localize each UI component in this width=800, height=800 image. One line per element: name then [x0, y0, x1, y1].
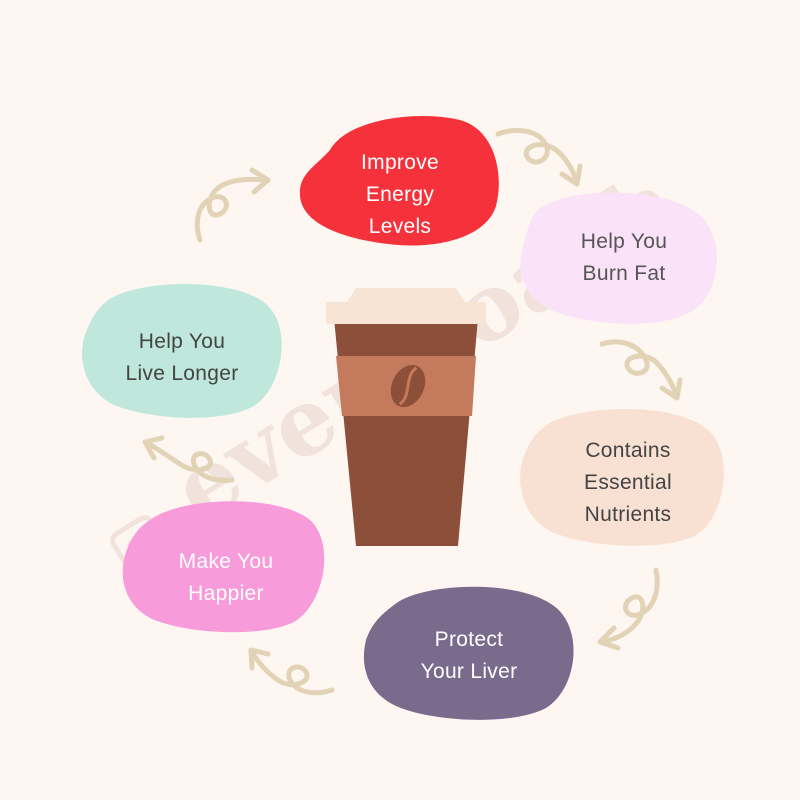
coffee-cup-icon — [326, 288, 486, 546]
benefit-label-line: Nutrients — [585, 503, 672, 526]
cup-lid — [326, 302, 486, 324]
benefit-label-line: Happier — [188, 582, 264, 605]
curly-arrow-icon — [599, 339, 683, 401]
benefit-label-line: Make You — [179, 550, 274, 573]
curly-arrow-icon — [597, 567, 660, 651]
benefit-label-line: Contains — [585, 439, 670, 462]
cup-lid-top — [346, 288, 466, 304]
curly-arrow-icon — [248, 647, 335, 696]
benefit-label-line: Help You — [139, 330, 225, 353]
benefit-label-line: Burn Fat — [583, 262, 666, 285]
blob-shape-longer — [82, 283, 282, 418]
blob-shape-nutrients — [520, 408, 724, 546]
benefit-label-line: Improve — [361, 151, 439, 174]
curly-arrow-icon — [495, 128, 583, 187]
benefit-label-line: Help You — [581, 230, 667, 253]
curly-arrow-icon — [194, 167, 271, 243]
coffee-bean-icon — [390, 364, 426, 408]
blob-shape-happier — [122, 501, 325, 633]
benefit-label-line: Your Liver — [421, 660, 518, 683]
blob-shape-burn-fat — [520, 192, 717, 324]
arrows-group — [142, 128, 683, 696]
blob-shape-energy — [299, 115, 499, 246]
benefit-label-line: Protect — [435, 628, 504, 651]
cup-body — [334, 318, 478, 546]
benefit-label-line: Energy — [366, 183, 435, 206]
blob-shape-liver — [363, 586, 574, 720]
benefit-label-line: Essential — [584, 471, 672, 494]
curly-arrow-icon — [142, 435, 235, 483]
benefit-label-line: Live Longer — [125, 362, 238, 385]
benefit-label-line: Levels — [369, 215, 432, 238]
